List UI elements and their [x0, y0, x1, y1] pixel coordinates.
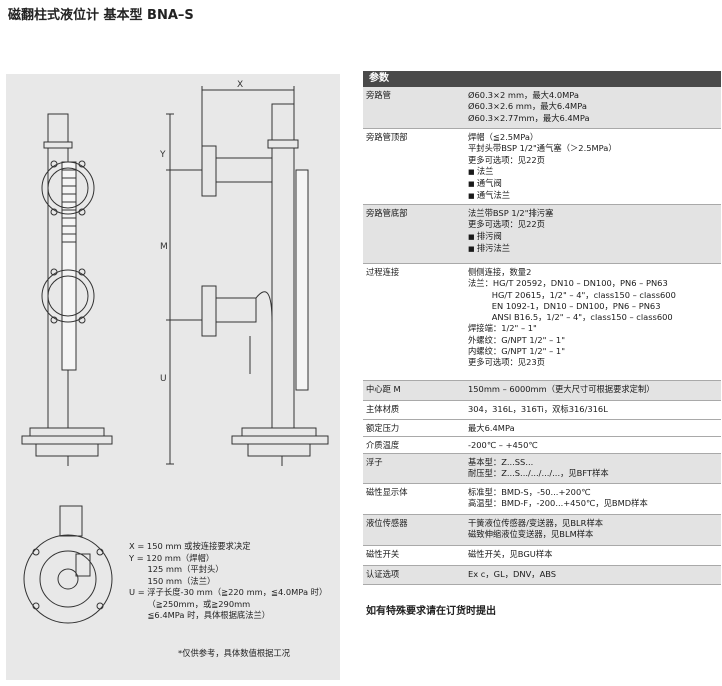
param-value: -200℃ – +450℃ — [468, 440, 538, 450]
front-view — [21, 113, 113, 466]
param-row-center-distance: 中心距 M 150mm – 6000mm（更大尺寸可根据要求定制） — [363, 381, 721, 401]
param-label: 中心距 M — [366, 384, 401, 394]
dimension-notes: X = 150 mm 或按连接要求决定 Y = 120 mm（焊帽） 125 m… — [129, 541, 337, 622]
note-line: 150 mm（法兰） — [129, 575, 216, 586]
param-row-body-material: 主体材质 304，316L，316Ti，双标316/316L — [363, 401, 721, 420]
special-request-note: 如有特殊要求请在订货时提出 — [366, 606, 496, 617]
param-value: 最大6.4MPa — [468, 423, 515, 433]
param-value: 侧侧连接，数量2 法兰：HG/T 20592，DN10 – DN100，PN6 … — [468, 267, 676, 368]
param-row-pipe-bottom: 旁路管底部 法兰带BSP 1/2"排污塞 更多可选项：见22页 排污阀 排污法兰 — [363, 205, 721, 264]
note-line: U = 浮子长度-30 mm（≧220 mm，≦4.0MPa 时） — [129, 587, 328, 597]
note-line: X = 150 mm 或按连接要求决定 — [129, 541, 251, 551]
param-label: 主体材质 — [366, 404, 400, 414]
param-value: 焊帽（≦2.5MPa） 平封头带BSP 1/2"通气塞（＞2.5MPa） 更多可… — [464, 129, 721, 204]
param-label: 认证选项 — [366, 569, 400, 579]
parameter-table: 参数 旁路管 Ø60.3×2 mm，最大4.0MPa Ø60.3×2.6 mm，… — [363, 71, 721, 585]
note-line: 125 mm（平封头） — [129, 564, 224, 574]
param-row-magnetic-display: 磁性显示体 标准型：BMD-S，-50...+200℃ 高温型：BMD-F，-2… — [363, 484, 721, 515]
param-value: 法兰带BSP 1/2"排污塞 更多可选项：见22页 排污阀 排污法兰 — [464, 205, 721, 263]
param-row-process-connection: 过程连接 侧侧连接，数量2 法兰：HG/T 20592，DN10 – DN100… — [363, 264, 721, 381]
param-label: 液位传感器 — [366, 518, 408, 528]
param-value: 基本型：Z...SS... 耐压型：Z...S.../.../.../...，见… — [468, 457, 609, 479]
top-view — [23, 505, 113, 624]
note-line: ≦6.4MPa 时，具体根据底法兰） — [129, 610, 271, 620]
param-label: 旁路管 — [366, 90, 391, 100]
page-title: 磁翻柱式液位计 基本型 BNA–S — [8, 8, 194, 23]
param-label: 介质温度 — [366, 440, 400, 450]
param-label: 磁性开关 — [366, 549, 400, 559]
parameter-table-header: 参数 — [363, 71, 721, 87]
note-line: （≧250mm，或≧290mm — [129, 598, 251, 609]
param-value: 150mm – 6000mm（更大尺寸可根据要求定制） — [468, 384, 655, 394]
dimension-y-label: Y — [160, 150, 166, 160]
param-label: 额定压力 — [366, 423, 400, 433]
dimension-u-label: U — [160, 374, 167, 384]
param-label: 旁路管顶部 — [366, 132, 408, 142]
param-label: 浮子 — [366, 457, 383, 467]
param-value: Ex c，GL，DNV，ABS — [468, 569, 557, 579]
param-row-float: 浮子 基本型：Z...SS... 耐压型：Z...S.../.../.../..… — [363, 454, 721, 484]
param-value: Ø60.3×2 mm，最大4.0MPa Ø60.3×2.6 mm，最大6.4MP… — [468, 90, 590, 123]
footnote: *仅供参考，具体数值根据工况 — [178, 648, 291, 658]
param-label: 旁路管底部 — [366, 208, 408, 218]
param-row-magnetic-switch: 磁性开关 磁性开关，见BGU样本 — [363, 546, 721, 566]
param-value: 304，316L，316Ti，双标316/316L — [468, 404, 608, 414]
param-row-level-sensor: 液位传感器 干簧液位传感器/变送器，见BLR样本 磁致伸缩液位变送器，见BLM样… — [363, 515, 721, 546]
param-row-bypass-pipe: 旁路管 Ø60.3×2 mm，最大4.0MPa Ø60.3×2.6 mm，最大6… — [363, 87, 721, 129]
technical-drawing — [21, 86, 329, 624]
side-view — [166, 86, 329, 466]
param-label: 磁性显示体 — [366, 487, 408, 497]
param-row-rated-pressure: 额定压力 最大6.4MPa — [363, 420, 721, 437]
param-value: 磁性开关，见BGU样本 — [468, 549, 553, 559]
param-row-pipe-top: 旁路管顶部 焊帽（≦2.5MPa） 平封头带BSP 1/2"通气塞（＞2.5MP… — [363, 129, 721, 205]
note-line: Y = 120 mm（焊帽） — [129, 552, 215, 563]
param-value: 标准型：BMD-S，-50...+200℃ 高温型：BMD-F，-200...+… — [468, 487, 648, 509]
dimension-m-label: M — [160, 242, 168, 252]
param-row-medium-temperature: 介质温度 -200℃ – +450℃ — [363, 437, 721, 454]
param-row-certification: 认证选项 Ex c，GL，DNV，ABS — [363, 566, 721, 585]
param-value: 干簧液位传感器/变送器，见BLR样本 磁致伸缩液位变送器，见BLM样本 — [468, 518, 604, 540]
dimension-x-label: X — [237, 80, 244, 90]
param-label: 过程连接 — [366, 267, 400, 277]
